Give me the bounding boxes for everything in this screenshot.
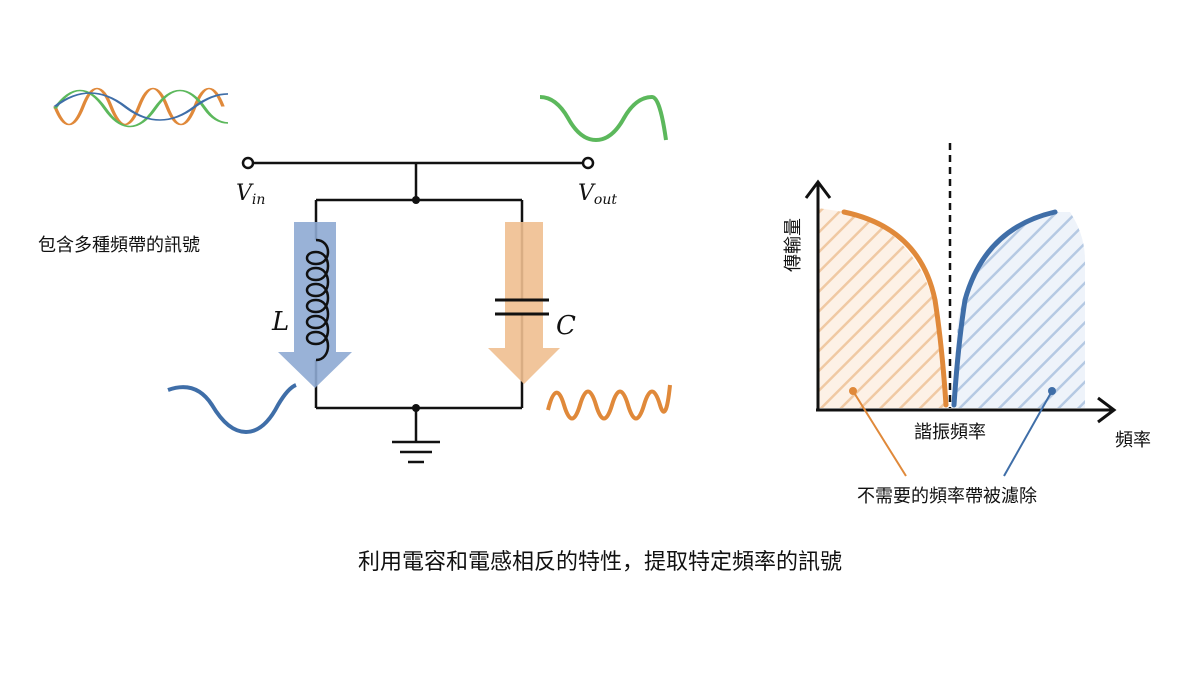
- high-frequency-wave-orange-icon: [546, 384, 672, 421]
- output-wave-green-icon: [539, 94, 668, 143]
- vin-terminal: [241, 156, 255, 170]
- capacitor-response-curve: [841, 209, 949, 408]
- capacitor-current-arrow: [488, 222, 560, 384]
- low-band-rejected-region: [818, 208, 945, 408]
- x-axis-label: 頻率: [1115, 430, 1151, 451]
- input-wave-blue: [53, 92, 229, 121]
- input-mixed-waves-icon: [53, 87, 229, 128]
- inductor-current-arrow: [278, 222, 352, 388]
- low-frequency-wave-blue-icon: [167, 383, 297, 435]
- figure-caption: 利用電容和電感相反的特性，提取特定頻率的訊號: [358, 550, 842, 575]
- filtered-bands-label: 不需要的頻率帶被濾除: [857, 486, 1037, 507]
- inductor-label: L: [271, 307, 289, 337]
- input-caption: 包含多種頻帶的訊號: [38, 235, 200, 256]
- inductor-coil-icon: [305, 238, 330, 362]
- vin-label: Vin: [236, 181, 265, 208]
- vout-terminal: [581, 156, 595, 170]
- inductor-response-curve: [951, 209, 1058, 408]
- high-band-rejected-region: [952, 212, 1085, 408]
- capacitor-label: C: [556, 311, 576, 341]
- frequency-response-graph: [804, 143, 1117, 477]
- resonance-frequency-label: 諧振頻率: [914, 422, 986, 443]
- vout-label: Vout: [578, 181, 617, 208]
- capacitor-icon: [495, 298, 549, 316]
- y-axis-label: 傳輸量: [783, 218, 804, 272]
